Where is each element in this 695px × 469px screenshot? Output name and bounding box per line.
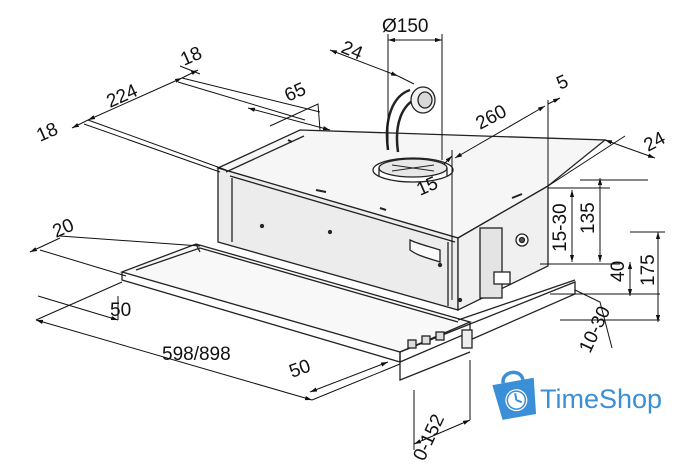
- dim-d24-right: 24: [640, 128, 669, 157]
- dim-d150: Ø150: [382, 16, 428, 37]
- dim-d10-30: 10-30: [575, 303, 615, 356]
- exhaust-collar: [372, 86, 454, 183]
- dim-d15-30: 15-30: [550, 203, 571, 252]
- cable-detail: [409, 238, 441, 263]
- logo-text: TimeShop: [540, 384, 662, 414]
- dim-d598-898: 598/898: [162, 344, 231, 365]
- dim-d40: 40: [608, 261, 629, 282]
- shopping-bag-clock-icon: [492, 370, 537, 420]
- dim-d18-left: 18: [33, 119, 61, 147]
- dim-d65: 65: [281, 79, 309, 107]
- dim-d24-top: 24: [338, 37, 366, 65]
- dim-d5: 5: [553, 71, 571, 94]
- timeshop-logo: TimeShop: [492, 370, 662, 420]
- dim-d50-bottom: 50: [287, 356, 314, 383]
- dim-d50-left: 50: [110, 300, 131, 321]
- dim-d135: 135: [578, 202, 599, 234]
- dim-d20: 20: [49, 215, 77, 243]
- dim-d0-152: 0-152: [409, 411, 449, 464]
- dim-d224: 224: [103, 80, 141, 112]
- dimension-lines: [29, 34, 665, 450]
- dim-d175: 175: [638, 254, 659, 286]
